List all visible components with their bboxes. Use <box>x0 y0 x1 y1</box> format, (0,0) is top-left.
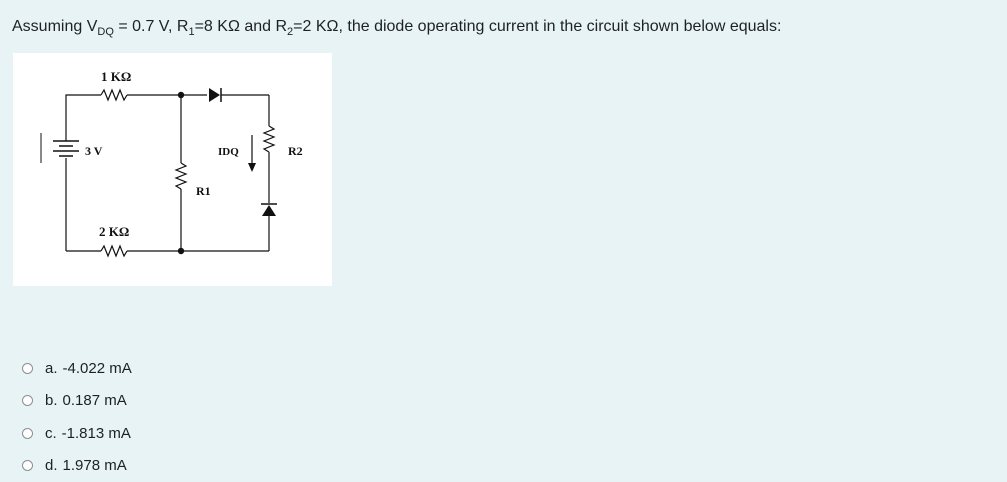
answer-text: 0.187 mA <box>63 392 127 409</box>
answer-text: -1.813 mA <box>62 425 131 442</box>
resistor-r1 <box>176 163 186 189</box>
answer-option-a[interactable]: a. -4.022 mA <box>22 352 132 385</box>
question-text: Assuming VDQ = 0.7 V, R1=8 KΩ and R2=2 K… <box>12 16 781 38</box>
resistor-top <box>101 90 127 100</box>
answer-text: 1.978 mA <box>63 457 127 474</box>
answer-options: a. -4.022 mA b. 0.187 mA c. -1.813 mA d.… <box>22 352 132 482</box>
resistor-bottom <box>101 246 127 256</box>
resistor-r2 <box>264 126 274 152</box>
answer-letter: a. <box>45 360 58 377</box>
answer-option-b[interactable]: b. 0.187 mA <box>22 385 132 418</box>
answer-option-c[interactable]: c. -1.813 mA <box>22 417 132 450</box>
circuit-diagram: 1 KΩ 3 V 2 KΩ R1 IDQ R2 <box>13 53 332 286</box>
label-r-bottom: 2 KΩ <box>99 224 129 239</box>
label-idq: IDQ <box>218 146 239 158</box>
radio-b[interactable] <box>22 395 33 406</box>
diode-right-icon <box>262 205 276 216</box>
radio-c[interactable] <box>22 428 33 439</box>
wire-top-left <box>66 95 101 141</box>
radio-d[interactable] <box>22 460 33 471</box>
label-source: 3 V <box>85 144 103 158</box>
answer-text: -4.022 mA <box>63 360 132 377</box>
label-r2: R2 <box>288 144 303 158</box>
radio-a[interactable] <box>22 363 33 374</box>
node-bottom <box>178 248 184 254</box>
current-arrow-icon <box>248 163 256 172</box>
node-top <box>178 92 184 98</box>
label-r-top: 1 KΩ <box>101 69 131 84</box>
answer-letter: c. <box>45 425 57 442</box>
answer-letter: d. <box>45 457 58 474</box>
answer-option-d[interactable]: d. 1.978 mA <box>22 450 132 482</box>
label-r1: R1 <box>196 184 211 198</box>
diode-top-icon <box>209 88 220 102</box>
circuit-svg: 1 KΩ 3 V 2 KΩ R1 IDQ R2 <box>13 53 332 286</box>
answer-letter: b. <box>45 392 58 409</box>
